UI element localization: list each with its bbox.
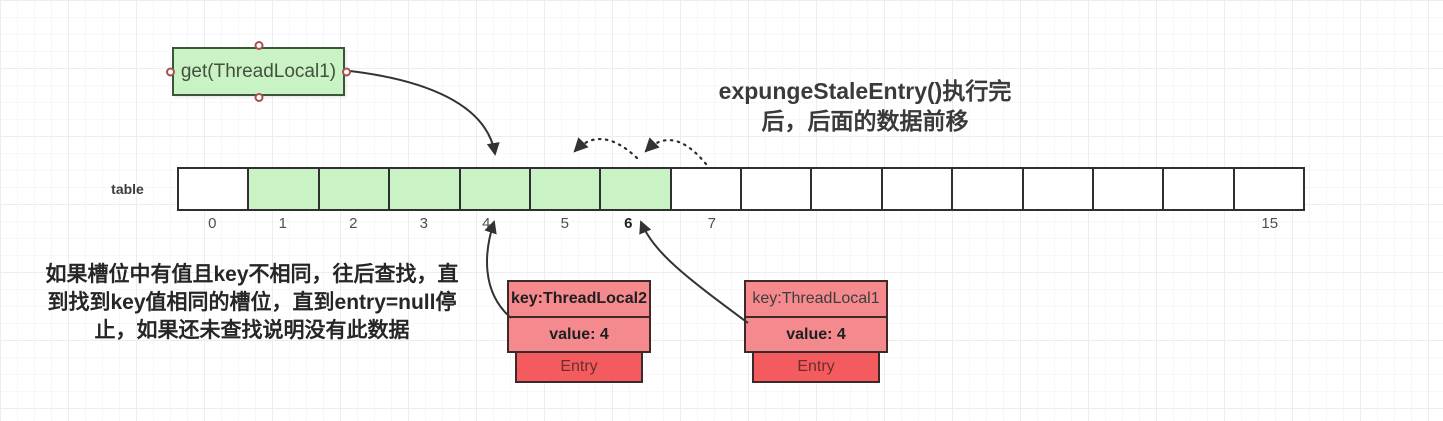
table-slot-10[interactable] <box>882 169 954 209</box>
slot-index-label-8 <box>741 215 812 232</box>
slot-index-label-0: 0 <box>208 215 217 232</box>
entry-key-row: key:ThreadLocal1 <box>744 280 888 318</box>
connection-handle-left[interactable] <box>166 67 175 76</box>
table-slot-9[interactable] <box>812 169 883 209</box>
edge-get-to-slot4[interactable] <box>349 70 500 156</box>
get-node-label: get(ThreadLocal1) <box>180 60 337 82</box>
table-slot-12[interactable] <box>1023 169 1094 209</box>
slot-index-label-6: 6 <box>624 215 633 232</box>
connection-handle-top[interactable] <box>254 41 263 50</box>
get-threadlocal1-node[interactable]: get(ThreadLocal1) <box>166 41 351 102</box>
slot-index-label-15: 15 <box>1261 215 1279 232</box>
slot-index-label-13 <box>1094 215 1165 232</box>
edge-shift-slot7-to-slot6[interactable] <box>644 137 708 166</box>
table-row <box>177 167 1305 211</box>
table-label: table <box>111 181 144 197</box>
table-slot-6[interactable] <box>601 169 672 209</box>
slot-index-label-5: 5 <box>560 215 569 232</box>
connection-handle-bottom[interactable] <box>254 93 263 102</box>
table-slot-1[interactable] <box>249 169 320 209</box>
entry-node-threadlocal1[interactable]: key:ThreadLocal1 value: 4 Entry <box>744 280 888 383</box>
note-line-2: 到找到key值相同的槽位，直到entry=null停 <box>47 291 457 314</box>
index-labels: 0 1 2 3 4 5 6 7 15 <box>177 215 1305 232</box>
table-slot-0[interactable] <box>179 169 250 209</box>
table-slot-8[interactable] <box>742 169 813 209</box>
slot-index-label-4: 4 <box>482 215 491 232</box>
slot-index-label-12 <box>1023 215 1094 232</box>
entry-tag: Entry <box>752 351 880 383</box>
entry-node-threadlocal2[interactable]: key:ThreadLocal2 value: 4 Entry <box>507 280 651 383</box>
slot-index-label-11 <box>953 215 1024 232</box>
heading-line-1: expungeStaleEntry()执行完 <box>718 78 1012 104</box>
connection-handle-right[interactable] <box>342 67 351 76</box>
slot-index-label-7: 7 <box>707 215 716 232</box>
entry-key-row: key:ThreadLocal2 <box>507 280 651 318</box>
table-slot-15[interactable] <box>1234 169 1303 209</box>
note-line-3: 止，如果还未查找说明没有此数据 <box>94 319 410 342</box>
slot-index-label-14 <box>1164 215 1235 232</box>
edge-entry1-to-slot6[interactable] <box>639 220 749 324</box>
table-slot-13[interactable] <box>1093 169 1165 209</box>
table-slot-14[interactable] <box>1164 169 1235 209</box>
table-slot-3[interactable] <box>390 169 461 209</box>
entry-value-row: value: 4 <box>507 316 651 353</box>
heading-annotation: expungeStaleEntry()执行完 后，后面的数据前移 <box>655 76 1075 136</box>
slot-index-label-2: 2 <box>349 215 358 232</box>
table-slot-11[interactable] <box>953 169 1024 209</box>
heading-line-2: 后，后面的数据前移 <box>761 108 969 134</box>
table-slot-4[interactable] <box>460 169 531 209</box>
note-line-1: 如果槽位中有值且key不相同，往后查找，直 <box>45 263 459 286</box>
note-annotation: 如果槽位中有值且key不相同，往后查找，直 到找到key值相同的槽位，直到ent… <box>36 261 468 345</box>
entry-tag: Entry <box>515 351 643 383</box>
slot-index-label-10 <box>882 215 953 232</box>
edge-shift-slot6-to-slot5[interactable] <box>573 137 639 160</box>
entry-value-row: value: 4 <box>744 316 888 353</box>
slot-index-label-3: 3 <box>419 215 428 232</box>
table-slot-7[interactable] <box>671 169 742 209</box>
table-slot-5[interactable] <box>530 169 602 209</box>
slot-index-label-9 <box>812 215 883 232</box>
slot-index-label-1: 1 <box>278 215 287 232</box>
table-slot-2[interactable] <box>319 169 391 209</box>
